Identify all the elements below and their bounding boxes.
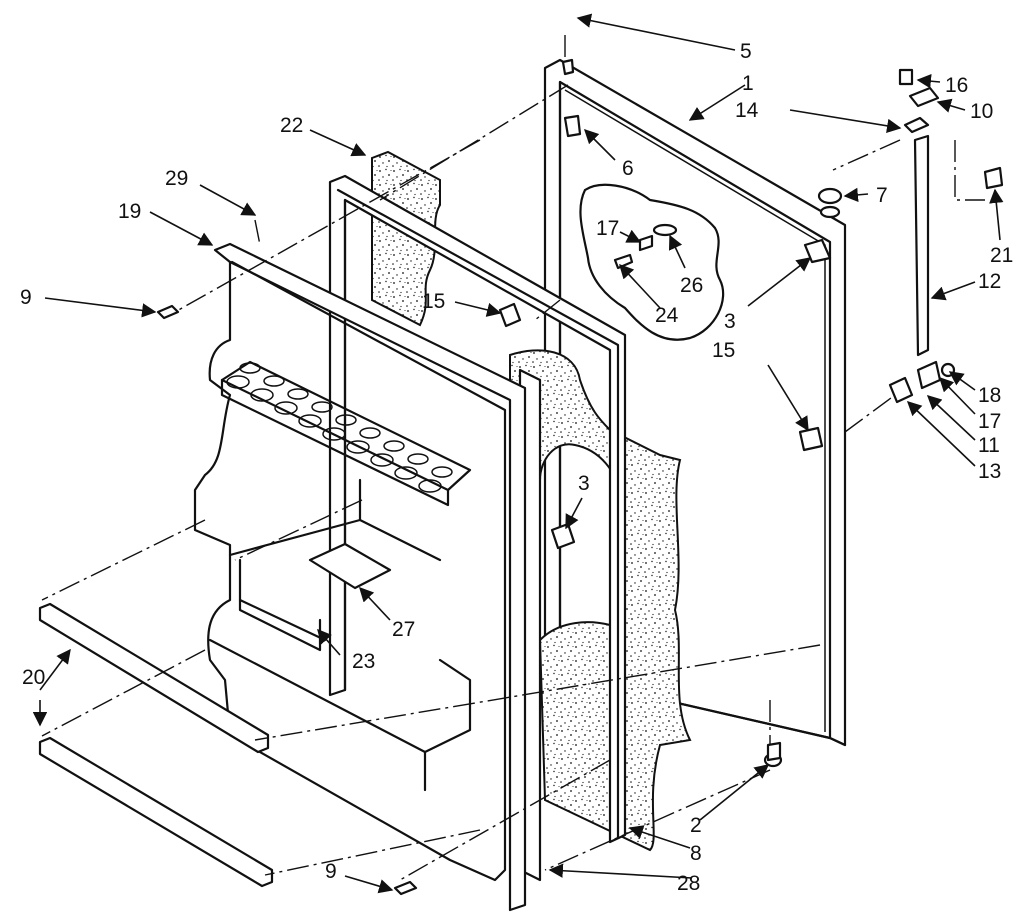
callout-3-upper: 3 xyxy=(724,310,736,333)
callout-12: 12 xyxy=(978,270,1001,293)
callout-28: 28 xyxy=(677,872,700,895)
callout-27: 27 xyxy=(392,618,415,641)
callout-17-upper: 17 xyxy=(596,217,619,240)
leader-arrows xyxy=(32,13,1004,894)
callout-3-lower: 3 xyxy=(578,472,590,495)
inner-door-liner xyxy=(193,242,527,912)
callout-21: 21 xyxy=(990,244,1013,267)
callout-10: 10 xyxy=(970,100,993,123)
callout-19: 19 xyxy=(118,200,141,223)
callout-29: 29 xyxy=(165,167,188,190)
callout-2: 2 xyxy=(690,814,702,837)
callout-15-upper: 15 xyxy=(422,290,445,313)
callout-labels: 5 1 16 14 10 22 6 29 7 19 17 21 26 12 9 … xyxy=(20,40,1013,895)
callout-7: 7 xyxy=(876,184,888,207)
callout-15-right: 15 xyxy=(712,339,735,362)
callout-18: 18 xyxy=(978,384,1001,407)
callout-13: 13 xyxy=(978,460,1001,483)
assembly-lines xyxy=(41,35,985,881)
hinge-assembly xyxy=(561,58,1004,768)
callout-14: 14 xyxy=(735,99,759,122)
callout-20: 20 xyxy=(22,666,45,689)
callout-17-lower: 17 xyxy=(978,410,1001,433)
callout-9-upper: 9 xyxy=(20,286,32,309)
shelf-retainer-bars xyxy=(38,602,274,888)
callout-23: 23 xyxy=(352,650,375,673)
callout-9-lower: 9 xyxy=(325,860,337,883)
callout-11: 11 xyxy=(978,434,1000,457)
callout-1: 1 xyxy=(742,72,754,95)
egg-tray xyxy=(226,362,453,493)
callout-24: 24 xyxy=(655,304,679,327)
callout-22: 22 xyxy=(280,114,303,137)
callout-26: 26 xyxy=(680,274,703,297)
callout-5: 5 xyxy=(740,40,752,63)
door-gasket xyxy=(328,174,627,844)
callout-6: 6 xyxy=(622,157,634,180)
callout-16: 16 xyxy=(945,74,968,97)
small-parts xyxy=(156,223,678,896)
callout-8: 8 xyxy=(690,842,702,865)
